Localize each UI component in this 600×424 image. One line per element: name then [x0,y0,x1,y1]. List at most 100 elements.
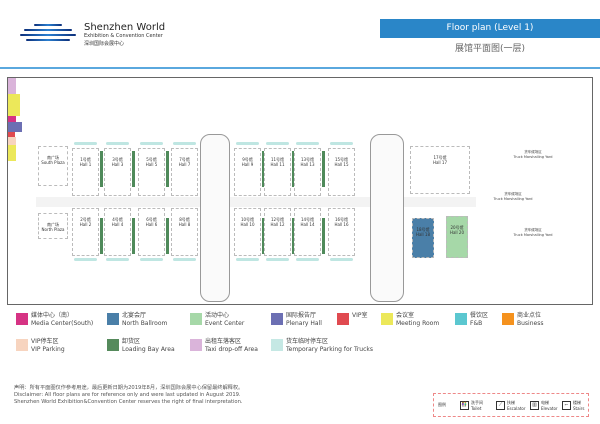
hall-label-en: Hall 1 [79,162,92,167]
logo-mark [20,22,76,44]
legend-label-cn: 商业点位 [517,312,542,319]
disclaimer-en: Disclaimer: All floor plans are for refe… [14,392,241,398]
truck-parking [330,258,353,261]
legend-label-cn: 北宴会厅 [122,312,147,319]
media-center [8,116,16,122]
hall-label-en: Hall 10 [240,222,255,227]
hall-label-cn: 10号馆 [240,217,255,222]
loading-bay [292,151,295,187]
loading-bay [322,151,325,187]
hall-label-cn: 16号馆 [334,217,349,222]
meeting-rooms [8,94,20,116]
legend-swatch [502,313,514,325]
stairs-icon: ⌐ [562,401,571,410]
yard-label-en: Truck Marshalling Yard [513,233,553,237]
legend-label-cn: 媒体中心（南） [31,312,74,319]
legend-swatch [190,339,202,351]
truck-parking [296,258,319,261]
legend-swatch [190,313,202,325]
icon-label-en: Escalator [507,406,526,411]
yard-label-en: Truck Marshalling Yard [513,155,553,159]
hall-label-en: Hall 2 [79,222,92,227]
brand-chinese: 深圳国际会展中心 [84,41,125,47]
disclaimer-cn: 声明：所有平面图仅作参考用途，最后更新日期为2019年8月，深圳国际会展中心保留… [14,385,244,391]
icon-label-cn: 楼梯 [573,400,581,405]
hall-label-en: Hall 3 [111,162,124,167]
hall-label-cn: 12号馆 [270,217,285,222]
yard-label-cn: 货车候场区 [524,228,542,232]
loading-bay [132,218,135,254]
legend-label-cn: 活动中心 [205,312,230,319]
disclaimer-reserve: Shenzhen World Exhibition&Convention Cen… [14,399,243,405]
icon-label-en: Elevator [541,406,558,411]
meeting-room [8,153,16,161]
hall-label-en: Hall 9 [241,162,254,167]
truck-parking [236,142,259,145]
page-subtitle: 展馆平面图(一层) [454,44,526,54]
icon-label-en: Stairs [573,406,585,411]
loading-bay [132,151,135,187]
legend-swatch [381,313,393,325]
taxi-dropoff-area [8,78,16,94]
hall-label-en: Hall 11 [270,162,285,167]
truck-parking [106,142,129,145]
truck-parking [74,142,97,145]
truck-parking [140,142,163,145]
hall-label-en: Hall 14 [300,222,315,227]
legend-label-en: North Ballroom [122,320,168,327]
loading-bay [100,151,103,187]
hall-label-cn: 14号馆 [300,217,315,222]
legend-label-en: Media Center(South) [31,320,94,327]
loading-bay [166,151,169,187]
truck-parking [236,258,259,261]
legend-label-en: Plenary Hall [286,320,322,327]
meeting-room [8,145,16,153]
legend-swatch [337,313,349,325]
legend-label-cn: 餐饮区 [470,312,489,319]
hall-label-cn: 15号馆 [334,157,349,162]
legend-label-en: F&B [470,320,483,327]
hall-label-en: Hall 12 [270,222,285,227]
legend-swatch [107,339,119,351]
hall-label-cn: 4号馆 [112,217,123,222]
brand-subtitle: Exhibition & Convention Center [84,33,163,39]
hall-label-en: South Plaza [41,160,65,165]
hall-label-en: Hall 17 [432,160,448,165]
